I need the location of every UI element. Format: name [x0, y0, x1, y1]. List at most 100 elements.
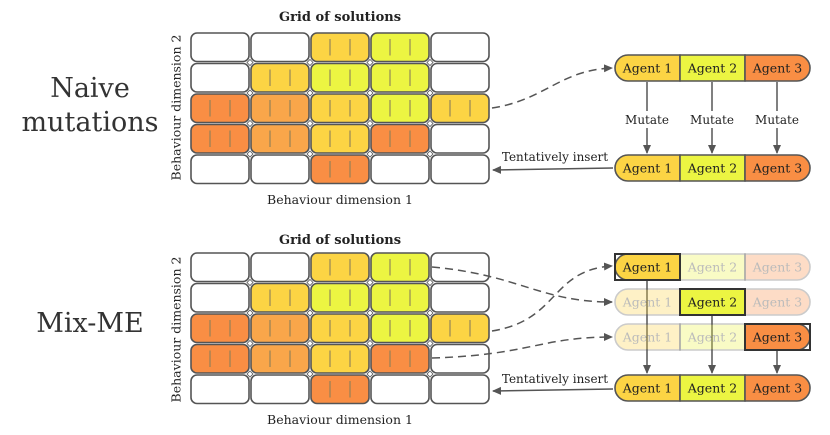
mutate-label-3: Mutate	[755, 113, 799, 127]
bottom-cell-r4-c1	[190, 343, 250, 374]
bottom-cell-r3-c3	[310, 313, 370, 344]
bottom-child-team-agent-1-label: Agent 1	[622, 381, 672, 396]
top-parent-team: Agent 1 Agent 2 Agent 3	[614, 54, 811, 82]
bottom-parent-team-3-agent-1-label: Agent 1	[622, 330, 672, 345]
bottom-parent-team-2-agent-2: Agent 2	[679, 288, 746, 316]
mutate-label-2: Mutate	[690, 113, 734, 127]
top-parent-team-agent-2-label: Agent 2	[687, 61, 737, 76]
top-cell-r2-c3	[310, 62, 370, 93]
bottom-grid-junction	[366, 278, 374, 287]
top-parent-team-agent-2: Agent 2	[679, 54, 746, 82]
top-cell-r4-c4	[370, 123, 430, 154]
bottom-parent-team-2-agent-3: Agent 3	[744, 288, 811, 316]
naive-title-line1: Naive	[50, 73, 130, 104]
top-cell-r4-c5	[430, 123, 490, 154]
top-insert-arrow	[492, 165, 614, 174]
bottom-grid-junction	[426, 309, 434, 317]
bottom-cell-r5-c2	[250, 374, 310, 405]
top-child-team-agent-2-label: Agent 2	[687, 161, 737, 176]
bottom-parent-team-1-agent-3: Agent 3	[744, 253, 811, 281]
bottom-parent-team-2-agent-2-label: Agent 2	[687, 295, 737, 310]
top-parent-team-agent-3: Agent 3	[744, 54, 811, 82]
bottom-cell-r4-c4	[370, 343, 430, 374]
top-grid-junction	[246, 150, 254, 158]
bottom-parent-team-3-agent-2: Agent 2	[679, 323, 746, 351]
bottom-cell-r3-c2	[250, 313, 310, 344]
top-grid-junction	[366, 89, 374, 97]
top-parent-team-agent-1: Agent 1	[614, 54, 681, 82]
top-cell-r5-c2	[250, 154, 310, 185]
connector-arrows	[431, 64, 781, 395]
top-cell-r5-c1	[190, 154, 250, 185]
top-select-arrow	[491, 64, 613, 109]
top-cell-r2-c2	[250, 62, 310, 93]
top-grid-junction	[306, 89, 314, 97]
bottom-parent-team-3-agent-3-label: Agent 3	[752, 330, 802, 345]
bottom-cell-r3-c5	[430, 313, 490, 344]
bottom-cell-r3-c4	[370, 313, 430, 344]
top-grid-junction	[366, 150, 374, 158]
top-cell-r1-c3	[310, 32, 370, 63]
top-parent-team-agent-3-label: Agent 3	[752, 61, 802, 76]
top-solution-grid	[190, 32, 490, 185]
bottom-cell-r5-c5	[430, 374, 490, 405]
bottom-select-arrow-1	[491, 262, 613, 332]
top-grid-junction	[246, 58, 254, 67]
bottom-cell-r1-c5	[430, 252, 490, 283]
bottom-cell-r2-c2	[250, 282, 310, 313]
bottom-select-arrow-3	[431, 333, 613, 359]
top-grid-junction	[426, 150, 434, 158]
top-cell-r3-c2	[250, 93, 310, 124]
bottom-grid-junction	[306, 309, 314, 317]
top-insert-label: Tentatively insert	[502, 150, 608, 164]
top-cell-r3-c1	[190, 93, 250, 124]
bottom-parent-team-1-agent-2-label: Agent 2	[687, 260, 737, 275]
top-grid-junction	[246, 89, 254, 97]
bottom-grid-junction	[246, 278, 254, 287]
top-grid-junction	[366, 119, 374, 128]
top-child-team-agent-1-label: Agent 1	[622, 161, 672, 176]
top-grid-junction	[426, 89, 434, 97]
bottom-grid-junction	[246, 309, 254, 317]
top-grid-junction	[366, 58, 374, 67]
bottom-grid-junction	[366, 309, 374, 317]
bottom-parent-team-2-agent-1-label: Agent 1	[622, 295, 672, 310]
top-cell-r5-c5	[430, 154, 490, 185]
bottom-parent-team-1-agent-1: Agent 1	[614, 253, 681, 281]
bottom-cell-r4-c2	[250, 343, 310, 374]
bottom-grid-junction	[246, 339, 254, 348]
bottom-grid-junction	[426, 339, 434, 348]
top-cell-r3-c4	[370, 93, 430, 124]
bottom-cell-r1-c2	[250, 252, 310, 283]
bottom-cell-r2-c5	[430, 282, 490, 313]
bottom-grid-junction	[306, 339, 314, 348]
bottom-parent-team-3-selected-outline	[744, 323, 811, 351]
bottom-cell-r5-c4	[370, 374, 430, 405]
bottom-cell-r4-c5	[430, 343, 490, 374]
top-grid-junction	[306, 119, 314, 128]
top-cell-r4-c1	[190, 123, 250, 154]
bottom-grid-junction	[366, 339, 374, 348]
naive-mutations-title: Naive mutations	[20, 72, 160, 140]
top-cell-r5-c4	[370, 154, 430, 185]
bottom-cell-r3-c1	[190, 313, 250, 344]
bottom-parent-team-2-agent-3-label: Agent 3	[752, 295, 802, 310]
top-cell-r3-c5	[430, 93, 490, 124]
top-cell-r5-c3	[310, 154, 370, 185]
top-child-team-agent-3: Agent 3	[744, 154, 811, 182]
bottom-cell-r2-c1	[190, 282, 250, 313]
bottom-cell-r2-c3	[310, 282, 370, 313]
bottom-insert-label: Tentatively insert	[502, 372, 608, 386]
bottom-grid-junction	[246, 370, 254, 378]
bottom-parent-team-3-agent-1: Agent 1	[614, 323, 681, 351]
top-child-team: Agent 1 Agent 2 Agent 3	[614, 154, 811, 182]
bottom-parent-team-1-agent-1-label: Agent 1	[622, 260, 672, 275]
top-grid-junction	[246, 119, 254, 128]
bottom-child-team-agent-2-label: Agent 2	[687, 381, 737, 396]
naive-title-line2: mutations	[21, 107, 159, 138]
top-cell-r3-c3	[310, 93, 370, 124]
bottom-cell-r1-c4	[370, 252, 430, 283]
